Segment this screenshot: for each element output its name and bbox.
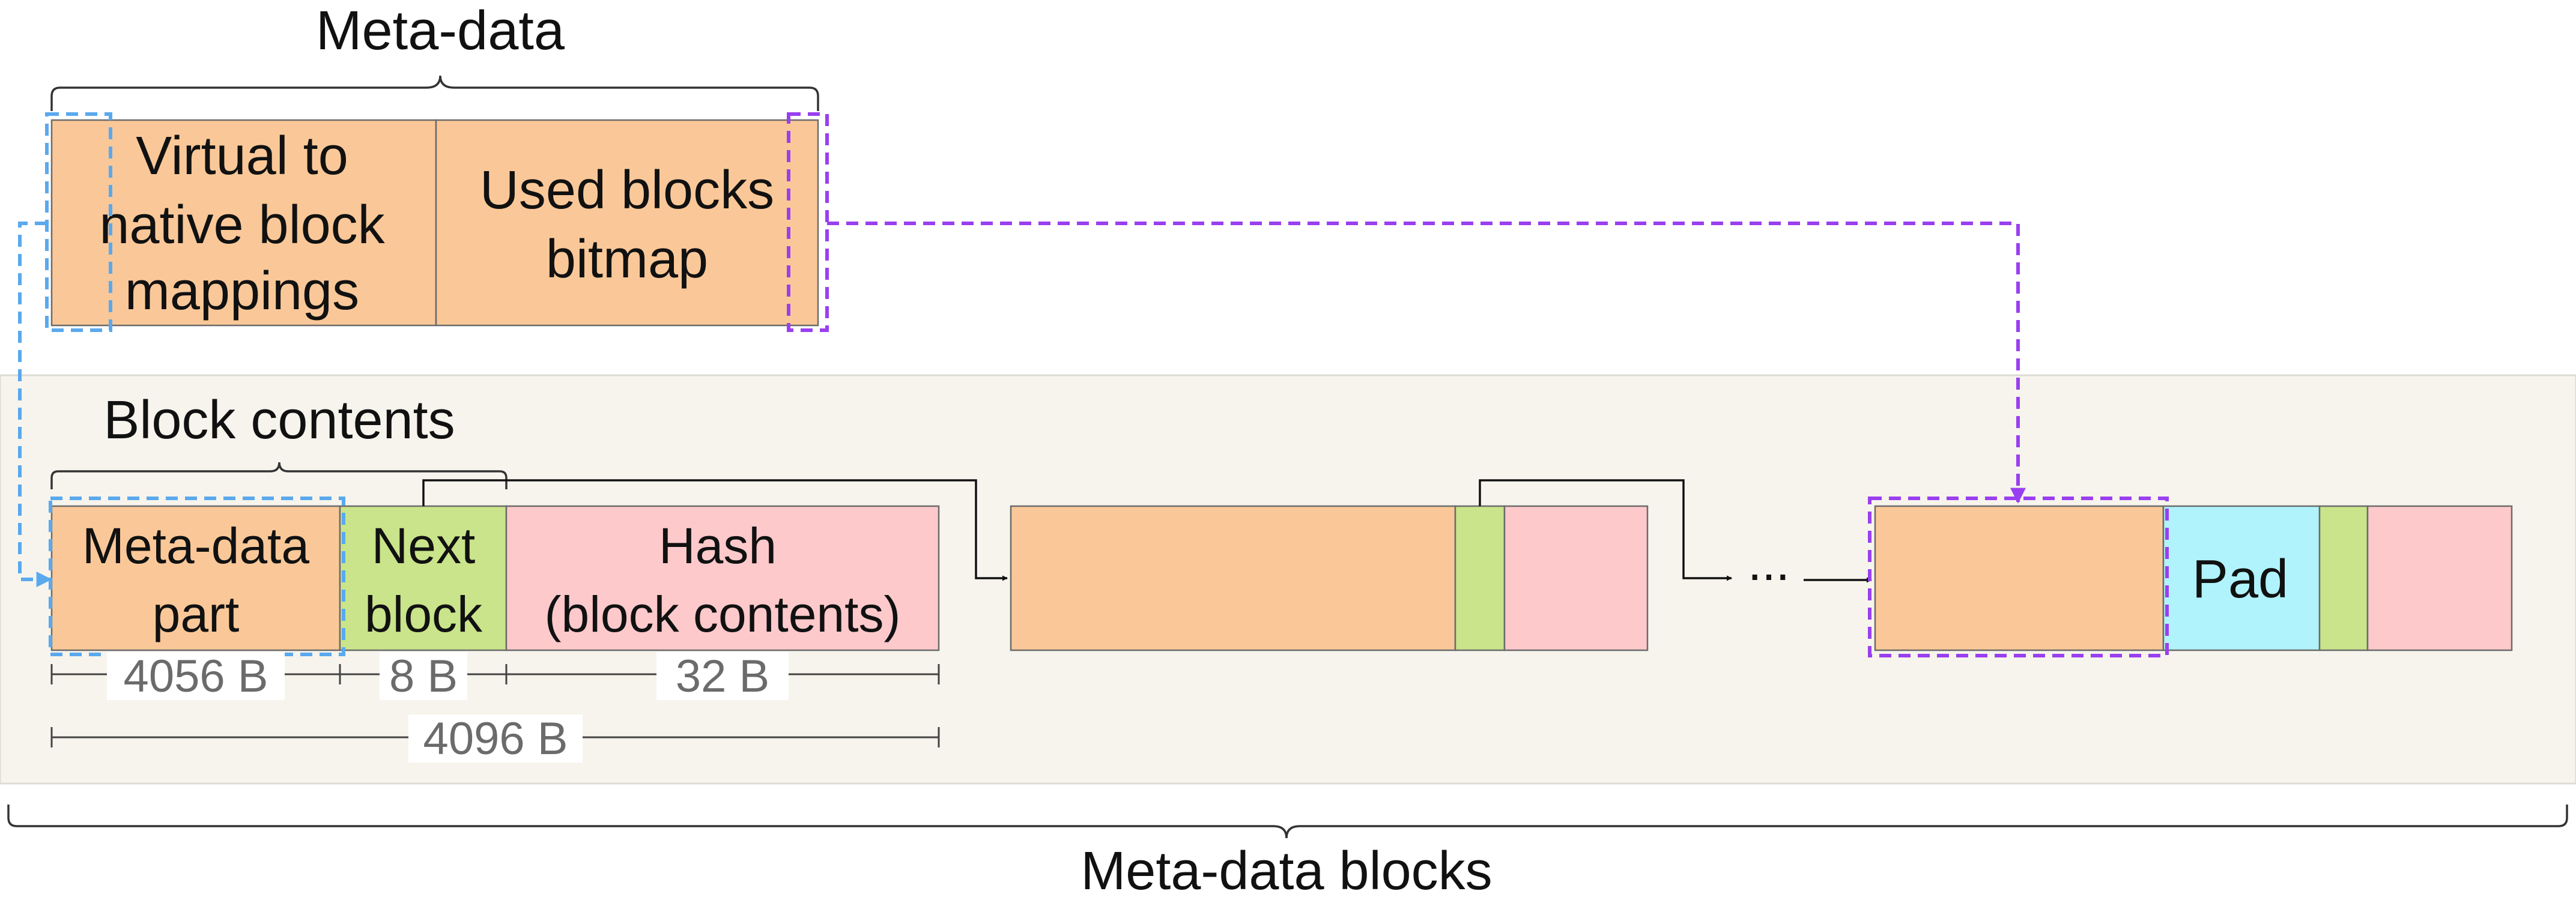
last-next-block (2318, 505, 2369, 651)
svg-text:mappings: mappings (125, 261, 359, 321)
last-metadata-highlight (1868, 497, 2169, 657)
next-pointer-1 (422, 479, 1008, 581)
last-metadata-part (1874, 505, 2165, 651)
metadata-part-label: Meta-data part (82, 518, 309, 642)
svg-text:Hash: Hash (659, 518, 777, 574)
block2-next-block (1454, 505, 1506, 651)
metadata-blocks-label: Meta-data blocks (1080, 841, 1492, 901)
svg-text:part: part (153, 586, 240, 642)
hash-cell (505, 505, 940, 651)
size-label-bg (107, 652, 285, 700)
metadata-brace (50, 75, 819, 111)
block-contents-brace (50, 462, 508, 489)
svg-text:Meta-data: Meta-data (82, 518, 309, 574)
ellipsis: ... (1748, 534, 1790, 591)
svg-text:(block contents): (block contents) (545, 586, 901, 642)
bitmap-cell (435, 119, 819, 327)
svg-text:Virtual to: Virtual to (136, 126, 348, 186)
block2-metadata-part (1010, 505, 1456, 651)
svg-text:block: block (365, 586, 483, 642)
size-label-bg (408, 714, 583, 763)
size-label-bg (380, 652, 467, 700)
block2-hash (1503, 505, 1649, 651)
bitmap-label: Used blocks bitmap (480, 160, 774, 289)
next-block-label: Next block (365, 518, 483, 642)
pad-label: Pad (2192, 549, 2288, 609)
svg-text:Used blocks: Used blocks (480, 160, 774, 220)
last-hash (2366, 505, 2513, 651)
size-next-block: 8 B (389, 651, 458, 702)
svg-text:Next: Next (372, 518, 476, 574)
metadata-blocks-brace (7, 805, 2568, 839)
size-hash: 32 B (676, 651, 769, 702)
size-label-bg (656, 652, 789, 700)
svg-text:bitmap: bitmap (546, 229, 708, 289)
size-total: 4096 B (423, 713, 568, 764)
mappings-cell (50, 119, 437, 327)
hash-label: Hash (block contents) (545, 518, 901, 642)
svg-text:native block: native block (99, 195, 385, 255)
metadata-part-cell (50, 505, 341, 651)
metadata-title: Meta-data (316, 0, 565, 61)
block-contents-label: Block contents (103, 390, 455, 450)
pad-cell (2162, 505, 2321, 651)
mappings-label: Virtual to native block mappings (99, 126, 385, 321)
next-pointer-2 (1479, 479, 1732, 581)
size-metadata-part: 4056 B (124, 651, 268, 702)
